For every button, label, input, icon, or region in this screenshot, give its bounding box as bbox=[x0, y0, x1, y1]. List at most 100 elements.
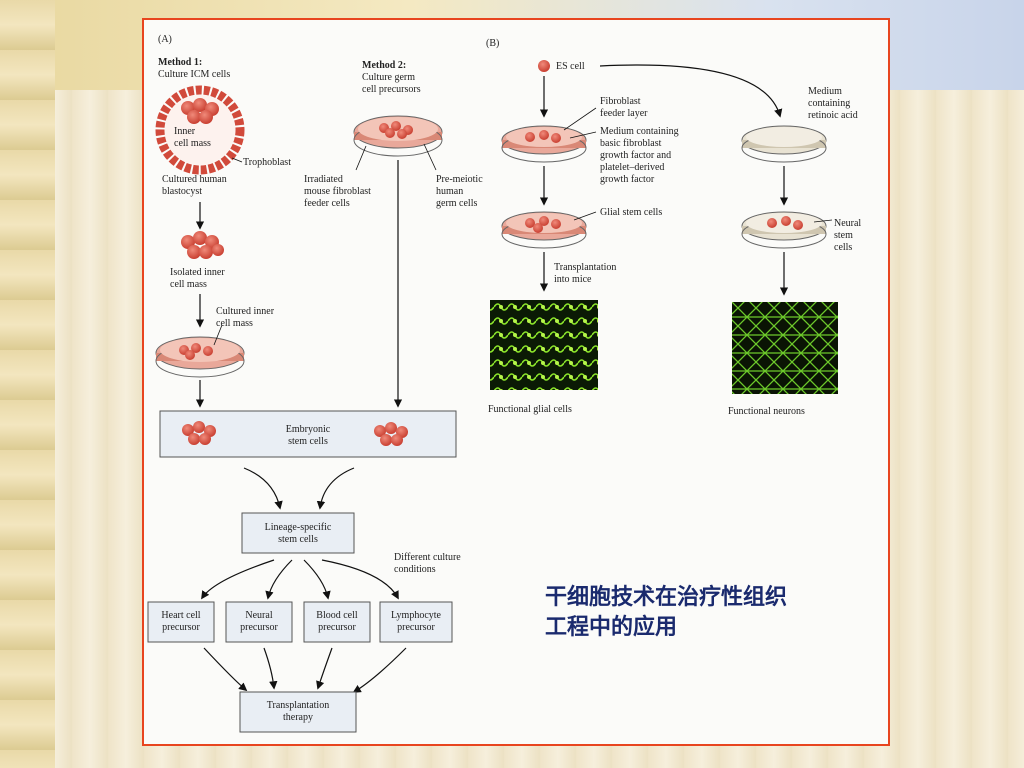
arrow-t2 bbox=[263, 647, 278, 690]
figure-panel: (A) Method 1: Culture ICM cells Inner ce… bbox=[142, 18, 890, 746]
cultured-inner-leader bbox=[213, 324, 223, 346]
feeder-dish bbox=[501, 125, 587, 163]
premeiotic-label-2: human bbox=[436, 186, 463, 197]
feeder-label-1: Fibroblast bbox=[600, 96, 641, 107]
arrow-es-to-retinoic bbox=[599, 64, 783, 118]
lineage-box bbox=[241, 512, 355, 554]
isolated-label-1: Isolated inner bbox=[170, 267, 225, 278]
method2-desc-2: cell precursors bbox=[362, 84, 421, 95]
caption-line-2: 工程中的应用 bbox=[545, 615, 678, 640]
blood-precursor-box bbox=[303, 601, 371, 643]
arrow-neural bbox=[265, 559, 293, 600]
medium-leader bbox=[569, 131, 597, 139]
medium-label-1: Medium containing bbox=[600, 126, 679, 137]
method2-title: Method 2: bbox=[362, 60, 406, 71]
feeder-leader bbox=[563, 107, 597, 131]
blood-label-2: precursor bbox=[318, 622, 356, 633]
neurons-micrograph bbox=[732, 302, 838, 394]
arrow-es-right bbox=[316, 467, 355, 510]
isolated-cell-cluster bbox=[181, 231, 224, 259]
neural-stem-label-2: stem bbox=[834, 230, 853, 241]
feeder-label-2: feeder layer bbox=[600, 108, 648, 119]
trophoblast-label: Trophoblast bbox=[243, 157, 291, 168]
medium-label-4: platelet–derived bbox=[600, 162, 664, 173]
decorative-left-band bbox=[0, 0, 55, 768]
culture-conditions-label-1: Different culture bbox=[394, 552, 461, 563]
irradiated-label-3: feeder cells bbox=[304, 198, 350, 209]
lympho-label-1: Lymphocyte bbox=[391, 610, 442, 621]
panel-a-label: (A) bbox=[158, 34, 172, 45]
neural-label-1: Neural bbox=[245, 610, 272, 621]
transplant-label-1: Transplantation bbox=[267, 700, 329, 711]
cultured-inner-label-1: Cultured inner bbox=[216, 306, 275, 317]
culture-dish-a bbox=[155, 336, 245, 378]
arrow-t1 bbox=[203, 647, 248, 692]
es-box-label-1: Embryonic bbox=[286, 424, 331, 435]
medium-label-2: basic fibroblast bbox=[600, 138, 662, 149]
heart-label-2: precursor bbox=[162, 622, 200, 633]
medium-label-5: growth factor bbox=[600, 174, 655, 185]
es-box-label-2: stem cells bbox=[288, 436, 328, 447]
blastocyst-label-2: blastocyst bbox=[162, 186, 202, 197]
culture-dish-method2 bbox=[353, 115, 443, 157]
premeiotic-leader bbox=[423, 143, 437, 171]
transplant-label-2: therapy bbox=[283, 712, 313, 723]
glial-micrograph bbox=[490, 300, 598, 390]
irradiated-label-2: mouse fibroblast bbox=[304, 186, 371, 197]
premeiotic-label-1: Pre-meiotic bbox=[436, 174, 483, 185]
retinoic-label-1: Medium bbox=[808, 86, 842, 97]
lymphocyte-precursor-box bbox=[379, 601, 453, 643]
neural-stem-dish bbox=[741, 211, 827, 249]
irradiated-label-1: Irradiated bbox=[304, 174, 343, 185]
irradiated-leader bbox=[355, 145, 367, 171]
arrow-es-left bbox=[243, 467, 283, 510]
slide-caption: 干细胞技术在治疗性组织 工程中的应用 bbox=[545, 583, 875, 643]
transplant-mice-label-2: into mice bbox=[554, 274, 592, 285]
blastocyst-label-1: Cultured human bbox=[162, 174, 227, 185]
lympho-label-2: precursor bbox=[397, 622, 435, 633]
stem-cell-diagram: (A) Method 1: Culture ICM cells Inner ce… bbox=[147, 34, 861, 733]
neural-stem-label-3: cells bbox=[834, 242, 852, 253]
es-cell-label: ES cell bbox=[556, 61, 585, 72]
blood-label-1: Blood cell bbox=[316, 610, 358, 621]
panel-b-label: (B) bbox=[486, 38, 499, 49]
retinoic-dish bbox=[741, 125, 827, 163]
retinoic-label-3: retinoic acid bbox=[808, 110, 858, 121]
arrow-lympho bbox=[321, 559, 399, 600]
blastocyst-illustration bbox=[155, 85, 245, 175]
isolated-label-2: cell mass bbox=[170, 279, 207, 290]
arrow-blood bbox=[303, 559, 331, 600]
neural-precursor-box bbox=[225, 601, 293, 643]
inner-cell-mass-label-1: Inner bbox=[174, 126, 196, 137]
method1-desc: Culture ICM cells bbox=[158, 69, 230, 80]
neurons-label: Functional neurons bbox=[728, 406, 805, 417]
retinoic-label-2: containing bbox=[808, 98, 850, 109]
transplant-mice-label-1: Transplantation bbox=[554, 262, 616, 273]
method2-desc-1: Culture germ bbox=[362, 72, 415, 83]
glial-cells-label: Functional glial cells bbox=[488, 404, 572, 415]
glial-stem-label: Glial stem cells bbox=[600, 207, 662, 218]
culture-conditions-label-2: conditions bbox=[394, 564, 436, 575]
glial-stem-dish bbox=[501, 211, 587, 249]
premeiotic-label-3: germ cells bbox=[436, 198, 477, 209]
es-cluster-left bbox=[182, 421, 216, 445]
arrow-t3 bbox=[316, 647, 333, 690]
glial-stem-leader bbox=[573, 211, 597, 221]
cultured-inner-label-2: cell mass bbox=[216, 318, 253, 329]
arrow-t4 bbox=[352, 647, 407, 693]
es-cell-icon bbox=[538, 60, 550, 72]
trophoblast-leader bbox=[231, 157, 243, 163]
lineage-label-2: stem cells bbox=[278, 534, 318, 545]
neural-label-2: precursor bbox=[240, 622, 278, 633]
caption-line-1: 干细胞技术在治疗性组织 bbox=[545, 585, 788, 610]
arrow-heart bbox=[201, 559, 275, 600]
heart-label-1: Heart cell bbox=[161, 610, 200, 621]
transplant-therapy-box bbox=[239, 691, 357, 733]
neural-stem-label-1: Neural bbox=[834, 218, 861, 229]
inner-cell-mass-label-2: cell mass bbox=[174, 138, 211, 149]
neural-stem-leader bbox=[813, 219, 833, 223]
medium-label-3: growth factor and bbox=[600, 150, 671, 161]
method1-title: Method 1: bbox=[158, 57, 202, 68]
lineage-label-1: Lineage-specific bbox=[265, 522, 332, 533]
heart-precursor-box bbox=[147, 601, 215, 643]
